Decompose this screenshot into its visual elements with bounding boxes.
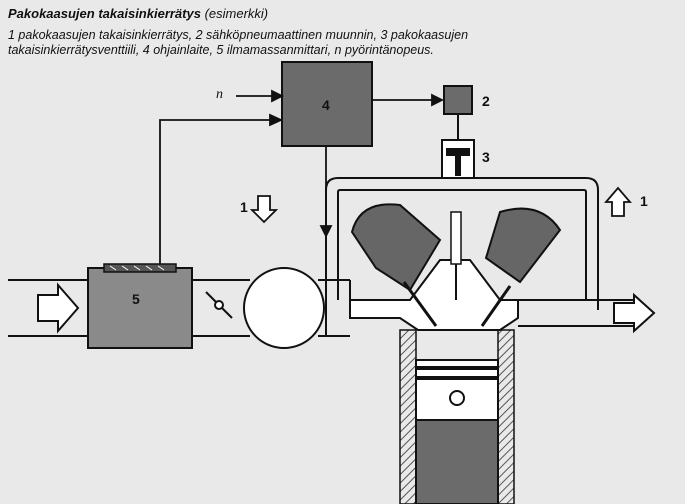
exhaust-duct (518, 299, 640, 327)
label-egr-valve: 3 (482, 149, 490, 165)
egr-valve (441, 139, 475, 179)
intake-plenum (243, 267, 325, 349)
label-air-mass-meter: 5 (132, 291, 140, 307)
figure-title: Pakokaasujen takaisinkierrätys (esimerkk… (8, 6, 268, 21)
exhaust-arrow-icon (613, 292, 656, 334)
control-unit (281, 61, 373, 147)
cylinder-head (349, 203, 562, 331)
label-speed-input: n (216, 87, 223, 102)
egr-flow-arrow-down-icon (249, 195, 279, 224)
speed-input-line (236, 89, 285, 103)
signal-line-converter (372, 93, 445, 107)
engine-block (399, 329, 515, 504)
figure-title-suffix: (esimerkki) (204, 6, 269, 21)
throttle-valve (205, 291, 233, 319)
label-converter: 2 (482, 93, 490, 109)
label-egr-flow: 1 (240, 199, 248, 215)
caption-line-2: takaisinkierrätysventtiili, 4 ohjainlait… (8, 43, 434, 57)
egr-flow-arrow-up-icon (604, 186, 632, 217)
signal-line-intake (319, 146, 333, 239)
caption-line-1: 1 pakokaasujen takaisinkierrätys, 2 sähk… (8, 28, 469, 42)
electro-pneumatic-converter (443, 85, 473, 115)
label-egr-flow-return: 1 (640, 193, 648, 209)
signal-line-meter (159, 113, 284, 264)
intake-arrow-icon (37, 282, 80, 334)
air-mass-meter (87, 263, 193, 349)
label-control-unit: 4 (322, 97, 330, 113)
figure-title-text: Pakokaasujen takaisinkierrätys (8, 6, 201, 21)
